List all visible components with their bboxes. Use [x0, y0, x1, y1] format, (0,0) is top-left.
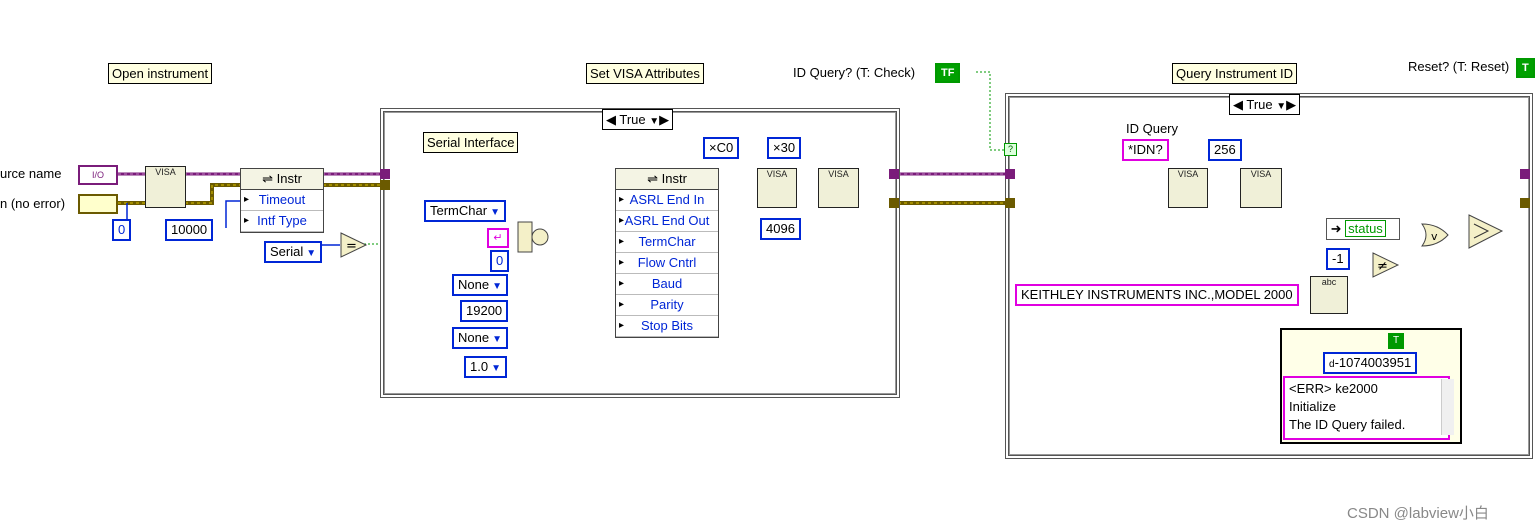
visa-buffer-text: VISA: [766, 169, 788, 179]
property-node-left-head: ⇌ Instr: [241, 169, 323, 190]
error-scrollbar[interactable]: [1441, 379, 1454, 435]
error-in-label: n (no error): [0, 196, 66, 211]
property-node-mid-head: ⇌ Instr: [616, 169, 718, 190]
minus-one-constant[interactable]: -1: [1326, 248, 1350, 270]
parity-ring-value: None: [458, 330, 490, 345]
match-pattern-icon[interactable]: abc: [1310, 276, 1348, 314]
visa-write-icon[interactable]: VISA: [1168, 168, 1208, 208]
tunnel-right-out-resource: [1520, 169, 1530, 179]
visa-set-buffer-icon[interactable]: VISA: [757, 168, 797, 208]
error-in-terminal[interactable]: [78, 194, 118, 214]
zero-char-constant[interactable]: 0: [490, 250, 510, 272]
case-selector-left[interactable]: ◀ True ▼▶: [602, 109, 674, 130]
numeric-prefix-icon: d: [1329, 359, 1335, 370]
select-icon[interactable]: [1468, 214, 1504, 250]
dropdown-icon: ▼: [491, 363, 501, 374]
case-selector-right-value: True: [1246, 97, 1273, 112]
id-query-label: ID Query: [1126, 121, 1179, 136]
idn-constant[interactable]: *IDN?: [1122, 139, 1169, 161]
case-selector-right[interactable]: ◀ True ▼▶: [1229, 94, 1301, 115]
error-code-field[interactable]: d-1074003951: [1323, 352, 1418, 374]
tunnel-out-error: [889, 198, 899, 208]
type-cast-icon[interactable]: [508, 220, 552, 254]
property-baud[interactable]: Baud: [616, 274, 718, 295]
query-instrument-id-label: Query Instrument ID: [1172, 63, 1298, 84]
tunnel-out-resource: [889, 169, 899, 179]
tunnel-right-out-error: [1520, 198, 1530, 208]
property-flow-cntrl[interactable]: Flow Cntrl: [616, 253, 718, 274]
reset-control-label: Reset? (T: Reset): [1408, 59, 1510, 74]
serial-interface-label: Serial Interface: [423, 132, 519, 153]
property-stop-bits[interactable]: Stop Bits: [616, 316, 718, 337]
flow-control-ring[interactable]: None▼: [452, 274, 508, 296]
timeout-constant[interactable]: 10000: [165, 219, 214, 241]
chevron-down-icon: ▼: [1276, 101, 1287, 112]
resource-name-label: urce name: [0, 166, 62, 181]
property-node-left-title: Instr: [276, 171, 302, 186]
count-constant[interactable]: 256: [1208, 139, 1242, 161]
dropdown-icon: ▼: [492, 281, 502, 292]
watermark: CSDN @labview小白: [1347, 505, 1489, 522]
dropdown-icon: ▼: [490, 207, 500, 218]
parity-ring[interactable]: None▼: [452, 327, 508, 349]
property-parity[interactable]: Parity: [616, 295, 718, 316]
visa-flush-text: VISA: [828, 169, 849, 179]
visa-flush-icon[interactable]: VISA: [818, 168, 859, 208]
flow-control-value: None: [458, 277, 490, 292]
visa-open-icon[interactable]: VISA: [145, 166, 186, 208]
buffer-size-constant[interactable]: 4096: [760, 218, 801, 240]
case-selector-terminal: ?: [1004, 143, 1017, 156]
reset-terminal[interactable]: T: [1516, 58, 1535, 78]
stop-bits-ring[interactable]: 1.0▼: [464, 356, 507, 378]
property-asrl-end-in[interactable]: ASRL End In: [616, 190, 718, 211]
tunnel-in-resource: [380, 169, 390, 179]
svg-text:≠: ≠: [1377, 259, 1388, 274]
id-query-control-label: ID Query? (T: Check): [793, 65, 916, 80]
property-timeout[interactable]: Timeout: [241, 190, 323, 211]
visa-open-text: VISA: [155, 167, 176, 177]
termchar-ring-value: TermChar: [430, 203, 488, 218]
property-intf-type[interactable]: Intf Type: [241, 211, 323, 232]
stop-bits-value: 1.0: [470, 359, 489, 374]
tunnel-right-in-error: [1005, 198, 1015, 208]
equal-compare-icon[interactable]: =: [340, 232, 368, 258]
property-asrl-end-out[interactable]: ASRL End Out: [616, 211, 718, 232]
intf-type-ring[interactable]: Serial▼: [264, 241, 323, 263]
resource-name-terminal[interactable]: I/O: [78, 165, 118, 185]
chevron-down-icon: ▼: [649, 116, 660, 127]
tunnel-in-error: [380, 180, 390, 190]
property-termchar[interactable]: TermChar: [616, 232, 718, 253]
intf-type-ring-value: Serial: [270, 244, 304, 259]
visa-read-icon[interactable]: VISA: [1240, 168, 1282, 208]
carriage-return-icon[interactable]: ↵: [487, 228, 509, 248]
open-instrument-label: Open instrument: [108, 63, 213, 84]
svg-text:=: =: [346, 239, 357, 254]
hex-30-constant[interactable]: ×30: [767, 137, 802, 159]
hex-c0-constant[interactable]: ×C0: [703, 137, 740, 159]
case-selector-left-value: True: [619, 112, 646, 127]
termchar-ring[interactable]: TermChar▼: [424, 200, 506, 222]
status-field: status: [1345, 220, 1386, 237]
zero-constant[interactable]: 0: [112, 219, 132, 241]
property-node-left[interactable]: ⇌ Instr Timeout Intf Type: [240, 168, 324, 233]
baud-constant[interactable]: 19200: [460, 300, 509, 322]
dropdown-icon: ▼: [306, 248, 317, 259]
set-visa-attributes-label: Set VISA Attributes: [586, 63, 704, 84]
property-node-mid-title: Instr: [661, 171, 687, 186]
svg-text:v: v: [1431, 230, 1438, 243]
error-status-true: T: [1388, 333, 1404, 349]
not-equal-icon[interactable]: ≠: [1372, 252, 1400, 278]
visa-read-text: VISA: [1250, 169, 1272, 179]
visa-write-text: VISA: [1177, 169, 1199, 179]
error-source-text[interactable]: <ERR> ke2000 Initialize The ID Query fai…: [1283, 376, 1450, 440]
id-query-terminal[interactable]: TF: [935, 63, 961, 83]
error-code-value: -1074003951: [1334, 355, 1412, 370]
dropdown-icon: ▼: [492, 334, 502, 345]
unbundle-status[interactable]: ➜ status: [1326, 218, 1400, 240]
tunnel-right-in-resource: [1005, 169, 1015, 179]
keithley-constant[interactable]: KEITHLEY INSTRUMENTS INC.,MODEL 2000: [1015, 284, 1299, 306]
or-gate-icon[interactable]: v: [1420, 222, 1450, 248]
property-node-mid[interactable]: ⇌ Instr ASRL End In ASRL End Out TermCha…: [615, 168, 719, 338]
